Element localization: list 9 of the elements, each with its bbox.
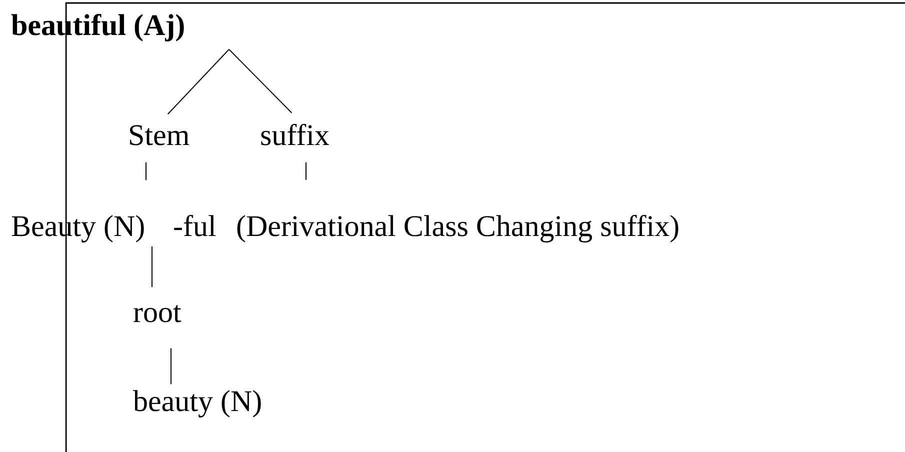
node-text: beauty (N) [133,390,261,418]
tree-line [170,348,172,385]
node-text: Stem [130,125,190,146]
node-text: -ful [174,214,216,236]
tree-line [228,48,292,114]
node-text: (Derivational Class Changing suffix) [237,214,678,242]
node-text: suffix [261,124,330,146]
node-text: root [134,305,182,322]
tree-line [167,48,230,115]
